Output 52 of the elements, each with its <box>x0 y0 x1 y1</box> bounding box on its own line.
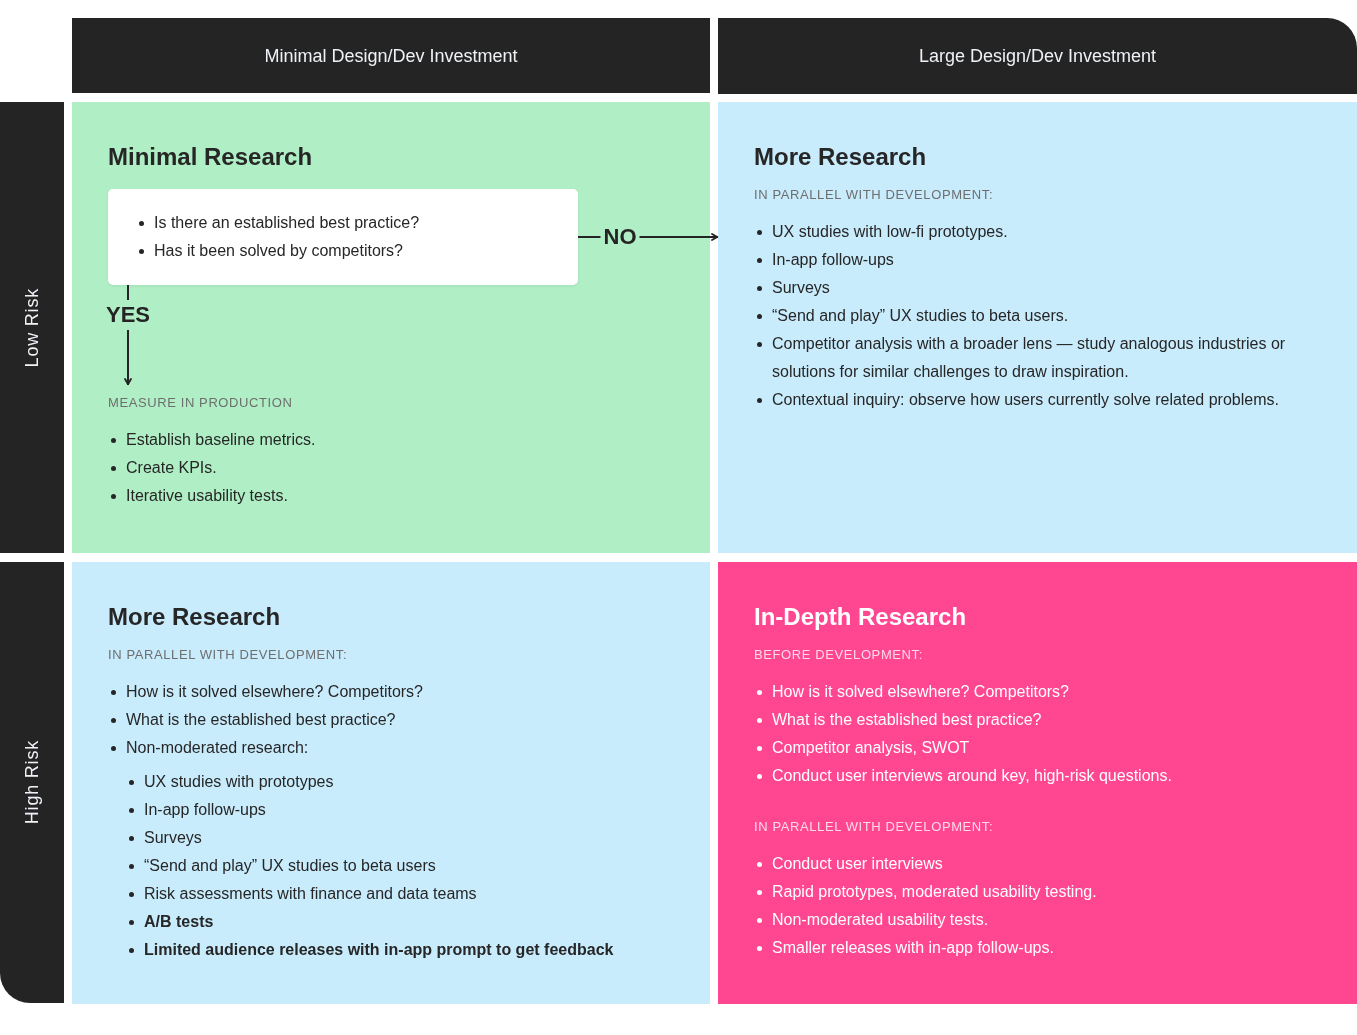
bullet-item: Conduct user interviews <box>754 850 943 878</box>
bullet-item: Iterative usability tests. <box>108 482 288 510</box>
bullet-item: Rapid prototypes, moderated usability testing. <box>754 878 1097 906</box>
bullet-item: How is it solved elsewhere? Competitors? <box>108 678 423 706</box>
bullet-item: Competitor analysis with a broader lens — study analogous industries or solutions for similar challenges to draw inspiration. <box>754 330 1321 386</box>
row-label: Low Risk <box>21 287 43 368</box>
bullet-item: Smaller releases with in-app follow-ups. <box>754 934 1054 962</box>
bullet-item: “Send and play” UX studies to beta users <box>126 852 436 880</box>
quadrant-title: In-Depth Research <box>754 602 967 632</box>
bullet-item: Non-moderated usability tests. <box>754 906 989 934</box>
bullet-item: Establish baseline metrics. <box>108 426 316 454</box>
quadrant-panel <box>72 102 710 553</box>
bullet-item: In-app follow-ups <box>754 246 894 274</box>
quadrant-title: Minimal Research <box>108 142 313 172</box>
bullet-item: Competitor analysis, SWOT <box>754 734 970 762</box>
bullet-item: Contextual inquiry: observe how users currently solve related problems. <box>754 386 1279 414</box>
column-header <box>718 18 1357 94</box>
section-label: IN PARALLEL WITH DEVELOPMENT: <box>108 647 348 663</box>
bullet-item: What is the established best practice? <box>108 706 396 734</box>
bullet-item: Is there an established best practice? <box>136 209 420 237</box>
bullet-item: How is it solved elsewhere? Competitors? <box>754 678 1069 706</box>
bullet-item: “Send and play” UX studies to beta users. <box>754 302 1069 330</box>
bullet-item: Limited audience releases with in-app prompt to get feedback <box>126 936 614 964</box>
bullet-item: Surveys <box>126 824 202 852</box>
row-label: High Risk <box>21 740 43 825</box>
row-header <box>0 102 64 553</box>
bullet-item: Risk assessments with finance and data teams <box>126 880 477 908</box>
section-label: IN PARALLEL WITH DEVELOPMENT: <box>754 187 994 203</box>
section-label: MEASURE IN PRODUCTION <box>108 395 293 411</box>
bullet-item: Conduct user interviews around key, high-risk questions. <box>754 762 1172 790</box>
quadrant-title: More Research <box>754 142 927 172</box>
bullet-item: Surveys <box>754 274 830 302</box>
bullet-item: UX studies with low-fi prototypes. <box>754 218 1008 246</box>
quadrant-panel <box>718 562 1357 1004</box>
bullet-item: A/B tests <box>126 908 214 936</box>
bullet-item: Non-moderated research: <box>108 734 309 762</box>
bullet-item: UX studies with prototypes <box>126 768 334 796</box>
quadrant-panel <box>72 562 710 1004</box>
column-label: Minimal Design/Dev Investment <box>264 44 518 67</box>
bullet-item: Create KPIs. <box>108 454 217 482</box>
edge-label: YES <box>103 300 153 330</box>
column-header <box>72 18 710 93</box>
row-header <box>0 562 64 1003</box>
question-card <box>108 189 578 285</box>
column-label: Large Design/Dev Investment <box>918 45 1157 67</box>
section-label: BEFORE DEVELOPMENT: <box>754 647 923 663</box>
section-label: IN PARALLEL WITH DEVELOPMENT: <box>754 819 994 835</box>
quadrant-panel <box>718 102 1357 553</box>
quadrant-title: More Research <box>108 602 281 632</box>
bullet-item: What is the established best practice? <box>754 706 1042 734</box>
bullet-item: Has it been solved by competitors? <box>136 237 403 265</box>
bullet-item: In-app follow-ups <box>126 796 266 824</box>
